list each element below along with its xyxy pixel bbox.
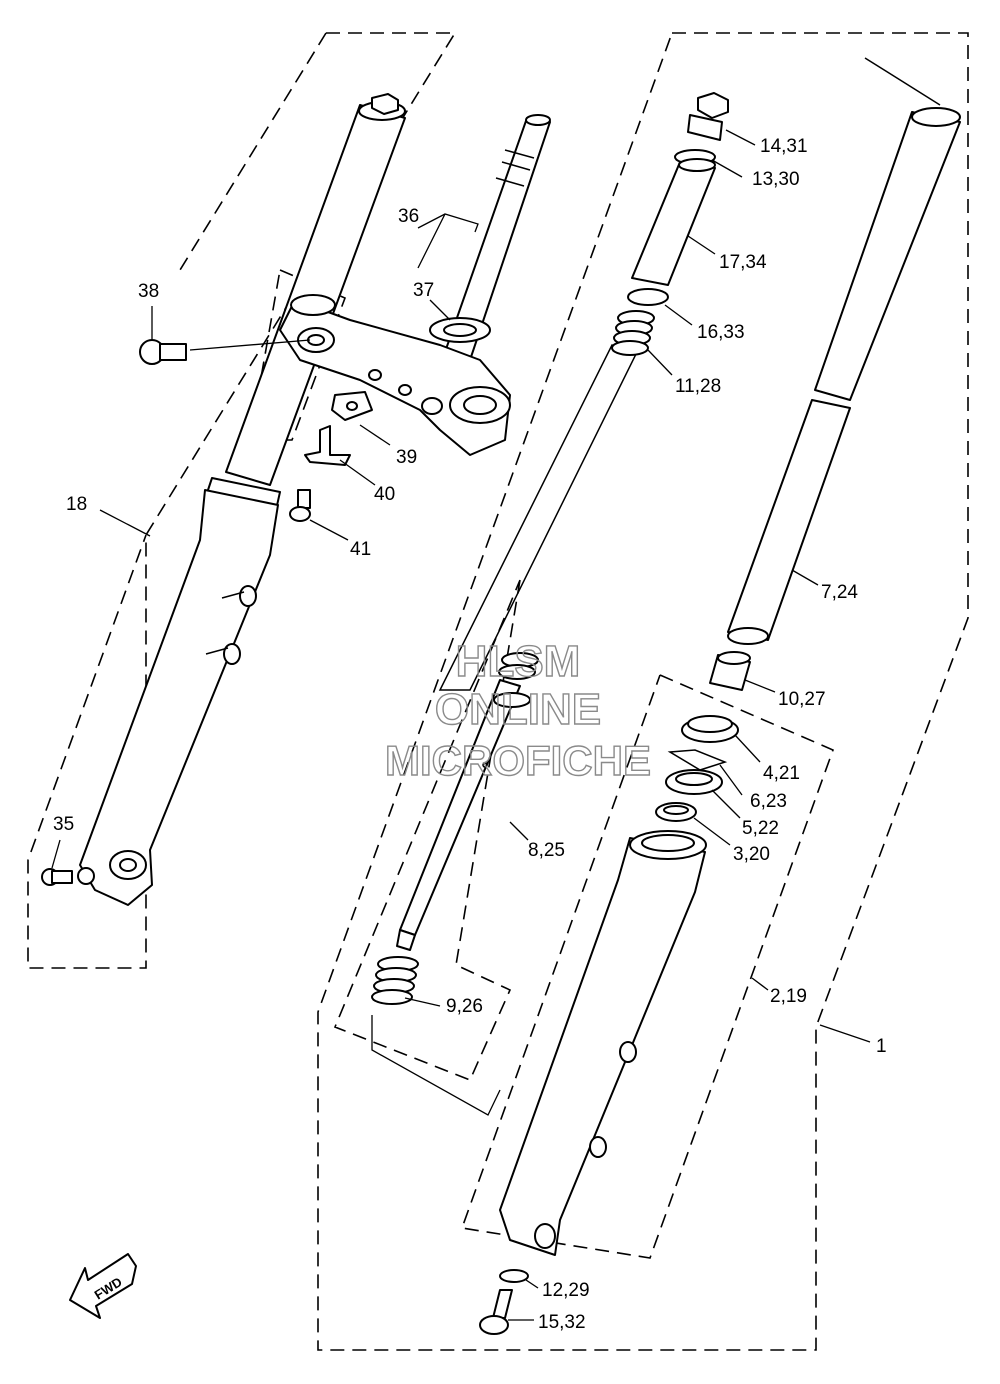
washer-12-29 [499,1269,529,1283]
label-37: 37 [413,280,434,301]
bush-10-27 [709,651,751,691]
label-13-30: 13,30 [752,169,800,190]
clip-6-23 [667,749,728,771]
bolt-35 [41,867,95,886]
watermark: HLSM ONLINE MICROFICHE [384,636,651,784]
washer-3-20 [655,802,697,822]
damper-rod [396,679,521,951]
watermark-line-1: HLSM [456,637,581,686]
label-3-20: 3,20 [733,844,770,865]
bracket-40 [304,425,351,466]
fwd-arrow-badge: FWD [69,1253,137,1319]
label-11-28: 11,28 [675,376,721,397]
inner-tube-7-24 [727,57,961,645]
watermark-line-2: ONLINE [435,685,601,734]
bolt-41 [289,489,311,522]
label-5-22: 5,22 [742,818,779,839]
group-outline-2-19 [460,674,835,1259]
bolt-15-32 [479,1289,513,1335]
label-8-25: 8,25 [528,840,565,861]
label-17-34: 17,34 [719,252,767,273]
bracket-39 [331,391,373,421]
group-outline-8-25 [333,579,521,1082]
spacer-tube-17-34 [631,158,716,286]
group-outline-18 [27,32,457,969]
label-16-33: 16,33 [697,322,745,343]
steering-stem-assembly [279,114,551,456]
label-35: 35 [53,814,74,835]
label-39: 39 [396,447,417,468]
label-6-23: 6,23 [750,791,787,812]
label-12-29: 12,29 [542,1280,590,1301]
label-14-31: 14,31 [760,136,808,157]
rebound-spring [371,956,419,1005]
label-1: 1 [876,1036,887,1057]
cap-bolt-14-31 [687,92,729,141]
label-2-19: 2,19 [770,986,807,1007]
label-36: 36 [398,206,419,227]
label-40: 40 [374,484,395,505]
label-7-24: 7,24 [821,582,858,603]
watermark-line-3: MICROFICHE [385,737,651,784]
label-15-32: 15,32 [538,1312,586,1333]
oil-seal-5-22 [665,769,723,795]
washer-16-33 [627,288,669,306]
callout-labels: 1 2,19 3,20 4,21 5,22 6,23 7,24 8,25 9,2… [53,136,887,1333]
label-9-26: 9,26 [446,996,483,1017]
group-outline-1 [317,32,969,1351]
label-10-27: 10,27 [778,689,826,710]
label-4-21: 4,21 [763,763,800,784]
label-41: 41 [350,539,371,560]
bolt-38 [139,339,311,365]
leader-lines [51,129,871,1321]
outer-tube-2-19 [499,830,707,1256]
dust-seal-4-21 [681,715,739,743]
label-38: 38 [138,281,159,302]
label-18: 18 [66,494,87,515]
left-fork-assembly [79,93,406,906]
spring-11-28 [611,310,655,356]
